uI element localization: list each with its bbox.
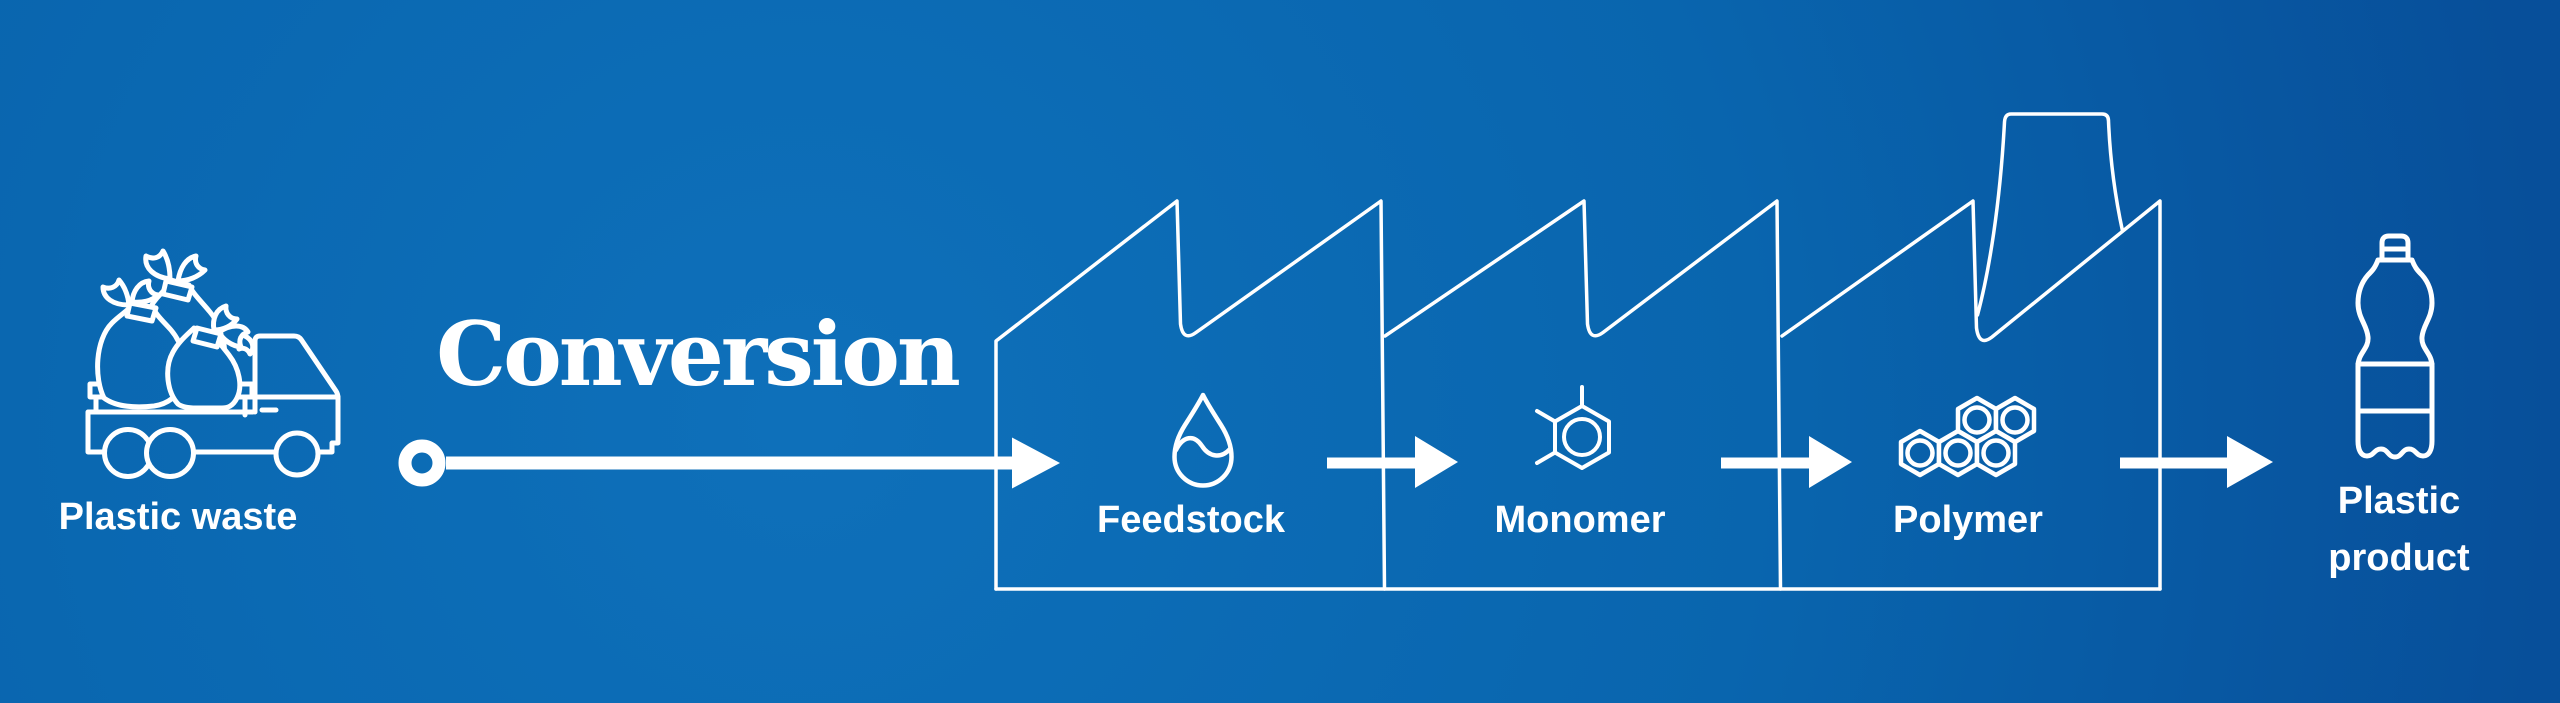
trash-bag-icon bbox=[165, 303, 256, 411]
smokestack-icon bbox=[1975, 112, 2125, 317]
conversion-arrow bbox=[398, 437, 1060, 489]
wheel-icon bbox=[144, 427, 196, 479]
polymer-hexagons-icon bbox=[1898, 395, 2037, 478]
arrowhead bbox=[1415, 436, 1458, 488]
wheel-icon bbox=[273, 430, 321, 478]
garbage-truck-icon bbox=[85, 248, 341, 479]
plastic-product-label-line1: Plastic bbox=[2338, 480, 2461, 522]
factory-outline bbox=[994, 112, 2162, 591]
arrowhead bbox=[1012, 437, 1060, 489]
monomer-molecule-icon bbox=[1535, 385, 1611, 470]
stage-arrow bbox=[1721, 436, 1852, 488]
plastic-bottle-icon bbox=[2355, 233, 2435, 460]
monomer-label: Monomer bbox=[1495, 499, 1666, 541]
arrowhead bbox=[1809, 436, 1852, 488]
arrowhead bbox=[2227, 436, 2273, 488]
plastic-product-label-line2: product bbox=[2328, 537, 2470, 579]
polymer-label: Polymer bbox=[1893, 499, 2043, 541]
output-arrow bbox=[2120, 436, 2273, 488]
plastic-waste-label: Plastic waste bbox=[59, 496, 298, 538]
arrow-start-ring bbox=[398, 439, 446, 487]
stage-arrow bbox=[1327, 436, 1458, 488]
feedstock-label: Feedstock bbox=[1097, 499, 1286, 541]
oil-droplet-icon bbox=[1172, 392, 1234, 488]
conversion-label: Conversion bbox=[436, 302, 959, 406]
trash-bag-icon bbox=[95, 277, 187, 410]
